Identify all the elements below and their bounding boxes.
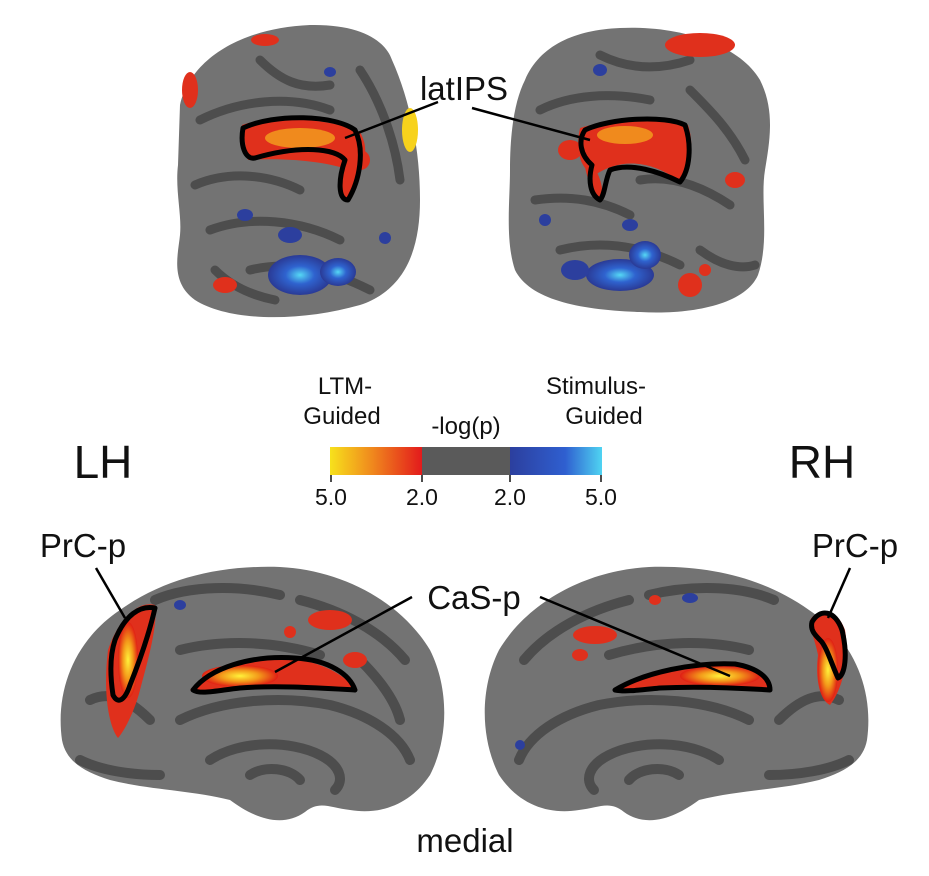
- latips-label: latIPS: [420, 70, 508, 107]
- colorbar-ltm-segment: [330, 447, 422, 475]
- prc-left-leader: [94, 567, 127, 619]
- latips-leader-right: [471, 106, 591, 142]
- colorbar-ltm-title-1: LTM-: [318, 373, 372, 400]
- latips-leader-left: [344, 100, 439, 140]
- colorbar: LTM- Guided -log(p) Stimulus- Guided 5.0…: [303, 373, 646, 510]
- top-left-brain: [177, 24, 420, 318]
- colorbar-stim-title-2: Guided: [565, 403, 642, 430]
- top-right-brain: [508, 27, 770, 313]
- colorbar-tick-1: 5.0: [315, 484, 347, 510]
- bottom-left-brain: [60, 566, 445, 821]
- bottom-right-brain: [484, 566, 869, 821]
- view-label: medial: [416, 822, 513, 859]
- colorbar-tick-4: 5.0: [585, 484, 617, 510]
- cas-leader-right: [539, 595, 731, 678]
- prc-left-label: PrC-p: [40, 527, 126, 564]
- colorbar-stim-title-1: Stimulus-: [546, 373, 646, 400]
- colorbar-tick-3: 2.0: [494, 484, 526, 510]
- colorbar-neutral-segment: [422, 447, 510, 475]
- colorbar-ltm-title-2: Guided: [303, 403, 380, 430]
- colorbar-stim-segment: [510, 447, 602, 475]
- rh-label: RH: [789, 436, 855, 488]
- colorbar-center-title: -log(p): [431, 413, 500, 440]
- cas-label: CaS-p: [427, 579, 521, 616]
- lh-label: LH: [74, 436, 133, 488]
- cas-leader-left: [274, 595, 413, 674]
- prc-right-label: PrC-p: [812, 527, 898, 564]
- prc-right-leader: [826, 567, 852, 619]
- colorbar-tick-2: 2.0: [406, 484, 438, 510]
